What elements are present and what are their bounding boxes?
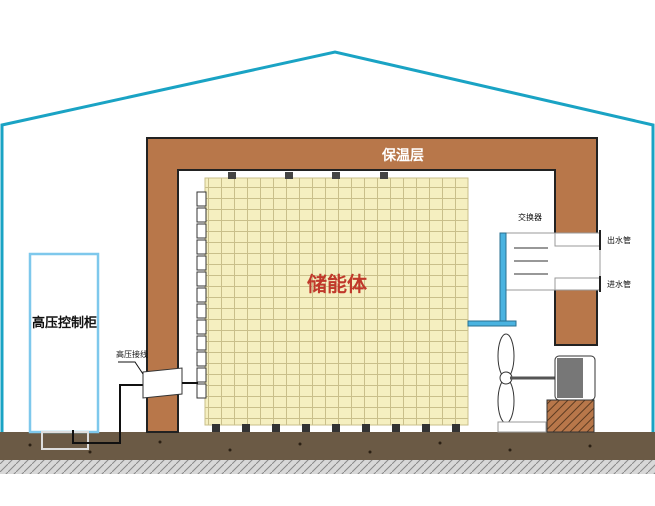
ground-specks: [28, 440, 592, 454]
ground: [0, 432, 655, 460]
outlet-pipe: [554, 232, 601, 247]
label-outlet-pipe: 出水管: [607, 235, 631, 245]
cabinet-base: [41, 431, 89, 450]
exchanger-shelf: [467, 320, 517, 327]
hv-cable: [72, 384, 143, 444]
label-inlet-pipe: 进水管: [607, 279, 631, 289]
exchanger-fins: [514, 247, 548, 275]
label-storage: 储能体: [307, 272, 368, 296]
bottom-nozzles: [212, 424, 460, 432]
top-nozzles: [228, 172, 388, 179]
label-exchanger: 交换器: [518, 212, 542, 222]
label-hv-wiring: 高压接线: [116, 349, 148, 359]
label-insulation: 保温层: [381, 147, 424, 164]
building-outline: [0, 50, 655, 432]
storage-body: [204, 177, 469, 426]
motor-base: [546, 399, 595, 433]
inlet-pipe: [554, 277, 601, 291]
fan-base: [497, 421, 547, 433]
insulation-layer: [146, 137, 598, 433]
heating-elements: [196, 191, 207, 399]
label-cabinet: 高压控制柜: [32, 315, 97, 331]
gravel-strip: [0, 460, 655, 474]
hv-cabinet: [28, 252, 100, 434]
fan-icon: [497, 333, 515, 424]
exchanger-blue-wall: [499, 232, 507, 324]
motor-icon: [554, 355, 596, 401]
hv-bushing: [142, 367, 183, 399]
